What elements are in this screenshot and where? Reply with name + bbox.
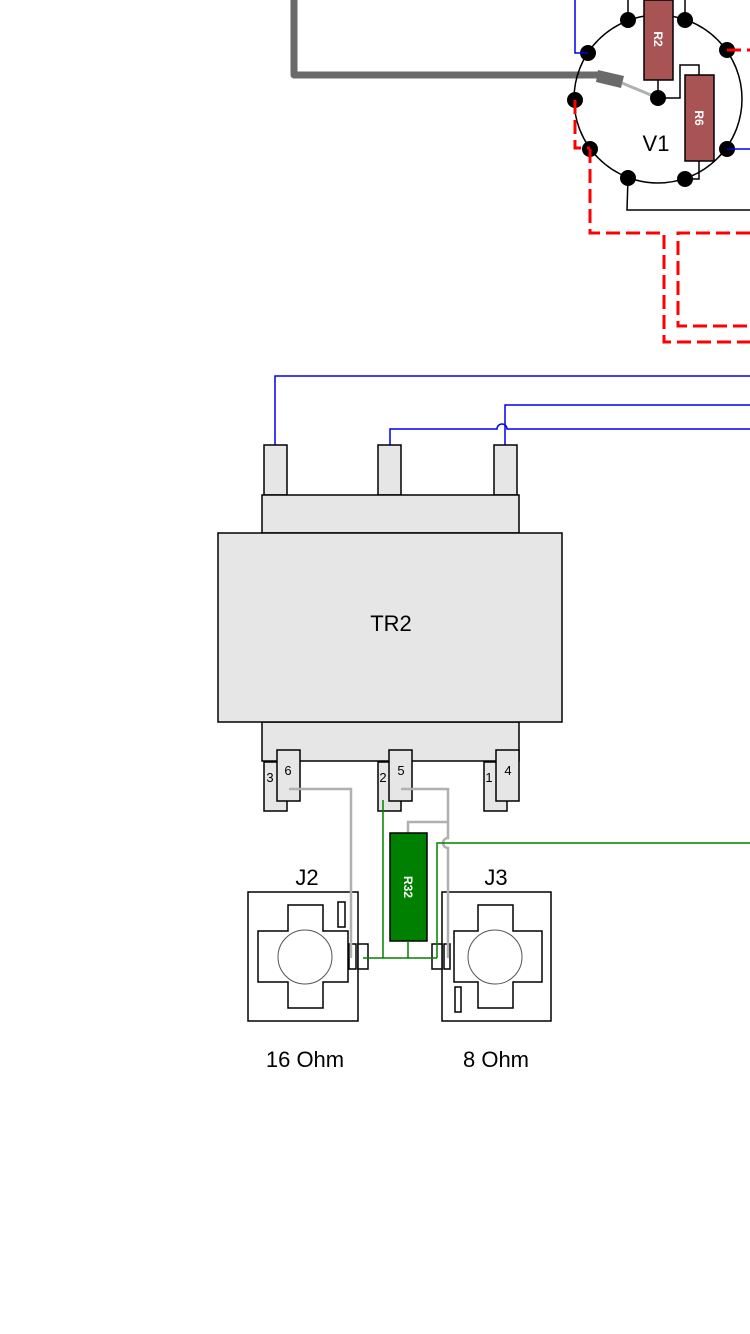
heavy-lead-wire[interactable] (290, 0, 659, 100)
tube-socket-v1[interactable]: R2 R6 V1 (567, 0, 750, 211)
transformer-label: TR2 (370, 611, 412, 636)
tube-label: V1 (643, 131, 670, 156)
pin-label: 6 (284, 763, 291, 778)
resistor-r32-label: R32 (401, 876, 415, 898)
jack-j2-label: J2 (295, 865, 318, 890)
transformer-tr2[interactable]: TR2 3 6 2 5 1 4 (217, 444, 563, 812)
jack-j2-caption: 16 Ohm (266, 1047, 344, 1072)
pin-label: 3 (266, 770, 273, 785)
jack-j3-caption: 8 Ohm (463, 1047, 529, 1072)
jack-j3-label: J3 (484, 865, 507, 890)
transformer-pin-3-6[interactable]: 3 6 (263, 749, 301, 812)
pin-label: 5 (397, 763, 404, 778)
resistor-r32[interactable]: R32 (389, 832, 428, 942)
transformer-pin-1-4[interactable]: 1 4 (483, 749, 520, 812)
gray-wires[interactable] (289, 787, 450, 958)
jack-j2[interactable]: J2 16 Ohm (247, 865, 369, 1072)
pin-label: 1 (485, 770, 492, 785)
resistor-r2-label: R2 (651, 31, 665, 47)
pin-label: 2 (379, 770, 386, 785)
red-dashed-wires[interactable] (573, 48, 750, 344)
resistor-r6-label: R6 (692, 110, 706, 126)
jack-j3[interactable]: J3 8 Ohm (431, 865, 552, 1072)
resistor-r6[interactable]: R6 (684, 74, 715, 162)
blue-wires[interactable] (274, 0, 750, 445)
resistor-r2[interactable]: R2 (643, 0, 674, 98)
green-wires[interactable] (363, 800, 750, 959)
pin-label: 4 (504, 763, 511, 778)
